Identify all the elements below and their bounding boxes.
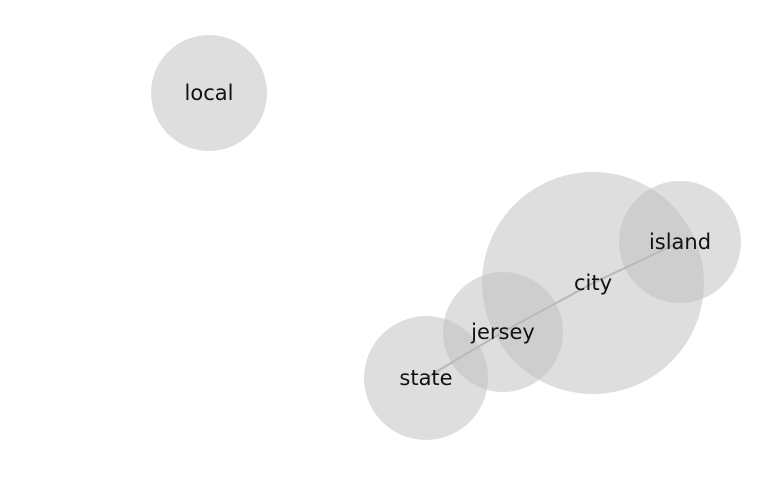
nodes-layer — [151, 35, 741, 440]
bubble-local[interactable] — [151, 35, 267, 151]
bubble-state[interactable] — [364, 316, 488, 440]
label-island: island — [649, 230, 711, 254]
label-city: city — [574, 271, 612, 295]
label-state: state — [399, 366, 452, 390]
label-jersey: jersey — [470, 320, 535, 344]
label-local: local — [185, 81, 234, 105]
labels-layer: local city island jersey state — [185, 81, 712, 390]
bubble-island[interactable] — [619, 181, 741, 303]
